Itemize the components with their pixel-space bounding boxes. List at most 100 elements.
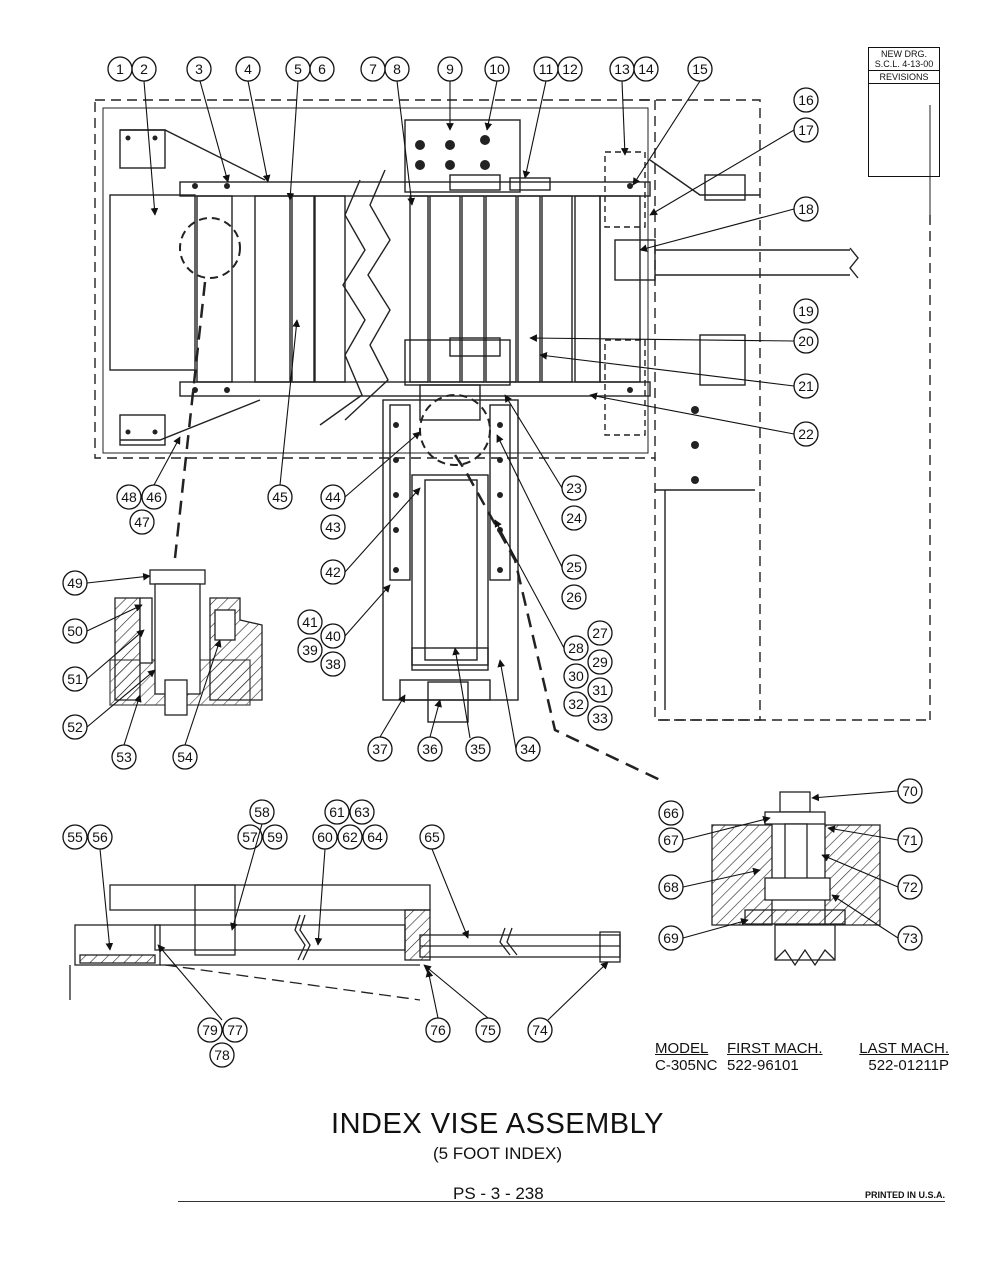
svg-text:71: 71 [902, 832, 918, 848]
callout-63: 63 [349, 799, 375, 825]
callout-73: 73 [897, 925, 923, 951]
callout-57: 57 [237, 824, 263, 850]
svg-text:27: 27 [592, 625, 608, 641]
svg-text:49: 49 [67, 575, 83, 591]
svg-text:3: 3 [195, 61, 203, 77]
svg-text:65: 65 [424, 829, 440, 845]
svg-text:43: 43 [325, 519, 341, 535]
callout-48: 48 [116, 484, 142, 510]
callout-22: 22 [793, 421, 819, 447]
side-view [69, 884, 621, 1001]
revision-note: NEW DRG. S.C.L. 4-13-00 [869, 48, 939, 71]
callout-31: 31 [587, 677, 613, 703]
svg-text:66: 66 [663, 805, 679, 821]
callout-29: 29 [587, 649, 613, 675]
svg-text:74: 74 [532, 1022, 548, 1038]
svg-text:30: 30 [568, 668, 584, 684]
callout-49: 49 [62, 570, 88, 596]
callout-26: 26 [561, 584, 587, 610]
callout-27: 27 [587, 620, 613, 646]
svg-text:28: 28 [568, 640, 584, 656]
svg-text:68: 68 [663, 879, 679, 895]
detail-right [711, 791, 881, 967]
callout-15: 15 [687, 56, 713, 82]
callout-77: 77 [222, 1017, 248, 1043]
svg-text:78: 78 [214, 1047, 230, 1063]
svg-text:41: 41 [302, 614, 318, 630]
callout-6: 6 [309, 56, 335, 82]
callout-23: 23 [561, 475, 587, 501]
drawing-subtitle: (5 FOOT INDEX) [432, 1144, 563, 1163]
callout-79: 79 [197, 1017, 223, 1043]
svg-text:50: 50 [67, 623, 83, 639]
svg-text:42: 42 [325, 564, 341, 580]
svg-text:57: 57 [242, 829, 258, 845]
callout-5: 5 [285, 56, 311, 82]
svg-text:4: 4 [244, 61, 252, 77]
detail-left [109, 569, 263, 716]
callout-71: 71 [897, 827, 923, 853]
svg-text:61: 61 [329, 804, 345, 820]
svg-text:25: 25 [566, 559, 582, 575]
callout-42: 42 [320, 559, 346, 585]
callout-36: 36 [417, 736, 443, 762]
callout-68: 68 [658, 874, 684, 900]
svg-text:19: 19 [798, 303, 814, 319]
callout-74: 74 [527, 1017, 553, 1043]
model-table-header: MODEL FIRST MACH. LAST MACH. [655, 1040, 949, 1057]
svg-text:70: 70 [902, 783, 918, 799]
callout-58: 58 [249, 799, 275, 825]
svg-text:62: 62 [342, 829, 358, 845]
callout-39: 39 [297, 637, 323, 663]
callout-45: 45 [267, 484, 293, 510]
svg-text:8: 8 [393, 61, 401, 77]
printed-note: PRINTED IN U.S.A. [864, 1190, 945, 1200]
callout-14: 14 [633, 56, 659, 82]
svg-text:52: 52 [67, 719, 83, 735]
callout-13: 13 [609, 56, 635, 82]
svg-text:73: 73 [902, 930, 918, 946]
svg-text:60: 60 [317, 829, 333, 845]
callouts: 1 2 3 4 5 6 7 8 9 10 11 12 13 14 15 16 1… [62, 56, 923, 1068]
callout-8: 8 [384, 56, 410, 82]
callout-9: 9 [437, 56, 463, 82]
svg-text:36: 36 [422, 741, 438, 757]
svg-text:15: 15 [692, 61, 708, 77]
svg-text:35: 35 [470, 741, 486, 757]
svg-text:79: 79 [202, 1022, 218, 1038]
callout-19: 19 [793, 298, 819, 324]
callout-65: 65 [419, 824, 445, 850]
svg-text:47: 47 [134, 514, 150, 530]
callout-17: 17 [793, 117, 819, 143]
callout-62: 62 [337, 824, 363, 850]
svg-text:17: 17 [798, 122, 814, 138]
svg-text:26: 26 [566, 589, 582, 605]
callout-35: 35 [465, 736, 491, 762]
svg-text:51: 51 [67, 671, 83, 687]
svg-text:56: 56 [92, 829, 108, 845]
callout-72: 72 [897, 874, 923, 900]
svg-text:48: 48 [121, 489, 137, 505]
svg-text:58: 58 [254, 804, 270, 820]
model-table: MODEL FIRST MACH. LAST MACH. C-305NC 522… [655, 1040, 950, 1074]
svg-text:31: 31 [592, 682, 608, 698]
callout-1: 1 [107, 56, 133, 82]
svg-text:32: 32 [568, 696, 584, 712]
svg-text:13: 13 [614, 61, 630, 77]
callout-25: 25 [561, 554, 587, 580]
callout-32: 32 [563, 691, 589, 717]
callout-67: 67 [658, 827, 684, 853]
page-number: PS - 3 - 238 [453, 1184, 544, 1203]
svg-text:39: 39 [302, 642, 318, 658]
svg-text:37: 37 [372, 741, 388, 757]
callout-66: 66 [658, 800, 684, 826]
callout-59: 59 [262, 824, 288, 850]
svg-text:29: 29 [592, 654, 608, 670]
callout-55: 55 [62, 824, 88, 850]
callout-54: 54 [172, 744, 198, 770]
svg-text:5: 5 [294, 61, 302, 77]
svg-text:59: 59 [267, 829, 283, 845]
callout-21: 21 [793, 373, 819, 399]
callout-51: 51 [62, 666, 88, 692]
svg-text:54: 54 [177, 749, 193, 765]
